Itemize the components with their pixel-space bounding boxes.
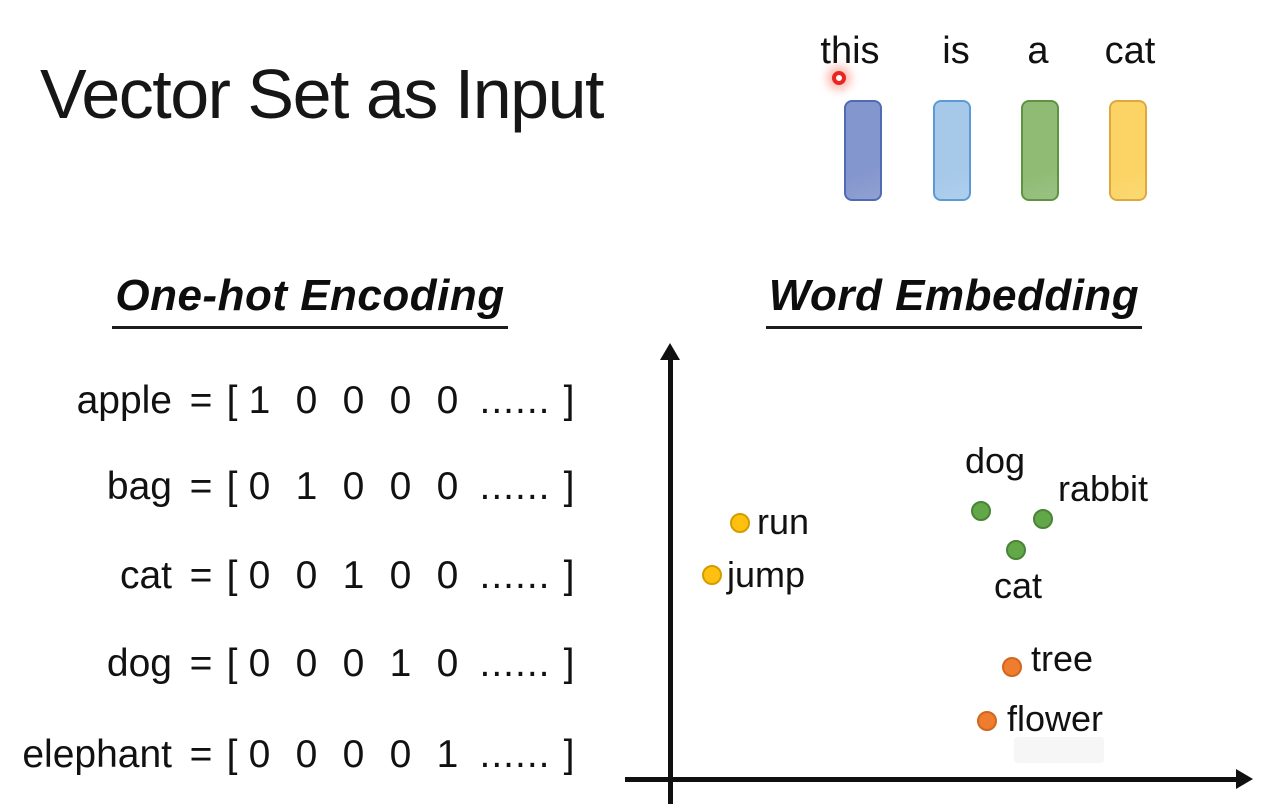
one-hot-word: dog [106, 642, 172, 685]
close-bracket: ] [563, 465, 575, 508]
open-bracket: [ [226, 554, 238, 597]
laser-pointer-dot [832, 71, 846, 85]
vector-digit: 0 [342, 465, 365, 508]
scatter-dot-dog [971, 501, 991, 521]
close-bracket: ] [563, 642, 575, 685]
close-bracket: ] [563, 733, 575, 776]
scatter-label-jump: jump [727, 554, 806, 595]
y-axis [668, 356, 673, 804]
word-vector-rect [933, 100, 971, 201]
ellipsis-dots: ...... [479, 554, 551, 597]
vector-digit: 0 [248, 733, 271, 776]
vector-digit: 0 [295, 733, 318, 776]
vector-digit: 0 [342, 733, 365, 776]
vector-digit: 0 [295, 379, 318, 422]
vector-digit: 0 [436, 642, 459, 685]
scatter-dot-flower [977, 711, 997, 731]
scatter-label-dog: dog [964, 440, 1026, 481]
vector-digit: 0 [295, 642, 318, 685]
vector-digit: 0 [342, 642, 365, 685]
ellipsis-dots: ...... [479, 465, 551, 508]
open-bracket: [ [226, 379, 238, 422]
vector-digit: 0 [436, 379, 459, 422]
vector-digit: 0 [248, 642, 271, 685]
one-hot-section: One-hot Encoding [60, 271, 560, 329]
scatter-dot-cat [1006, 540, 1026, 560]
vector-digit: 0 [436, 465, 459, 508]
slide-title: Vector Set as Input [40, 55, 604, 133]
x-axis-arrow-icon [1236, 769, 1253, 789]
vector-digit: 1 [342, 554, 365, 597]
one-hot-word: cat [119, 554, 172, 597]
word-embedding-section: Word Embedding [704, 271, 1204, 329]
word-vector-rect [844, 100, 882, 201]
vector-digit: 0 [389, 465, 412, 508]
equals-sign: = [189, 642, 213, 685]
close-bracket: ] [563, 379, 575, 422]
vector-digit: 0 [248, 465, 271, 508]
scatter-label-cat: cat [993, 565, 1043, 606]
vector-digit: 1 [295, 465, 318, 508]
ellipsis-dots: ...... [479, 379, 551, 422]
ellipsis-dots: ...... [479, 733, 551, 776]
equals-sign: = [189, 379, 213, 422]
word-embedding-heading: Word Embedding [765, 271, 1143, 329]
token-word: a [1027, 30, 1049, 72]
scatter-dot-run [730, 513, 750, 533]
x-axis [625, 777, 1238, 782]
vector-digit: 0 [342, 379, 365, 422]
equals-sign: = [189, 554, 213, 597]
vector-digit: 0 [389, 733, 412, 776]
one-hot-heading: One-hot Encoding [112, 271, 508, 329]
token-word: cat [1104, 30, 1156, 72]
vector-digit: 0 [436, 554, 459, 597]
vector-digit: 0 [248, 554, 271, 597]
word-vector-rect [1109, 100, 1147, 201]
vector-digit: 1 [436, 733, 459, 776]
token-word: is [942, 30, 970, 72]
vector-digit: 1 [248, 379, 271, 422]
close-bracket: ] [563, 554, 575, 597]
video-artifact [1014, 737, 1104, 763]
y-axis-arrow-icon [660, 343, 680, 360]
scatter-label-flower: flower [1007, 698, 1104, 739]
one-hot-word: apple [76, 379, 172, 422]
equals-sign: = [189, 465, 213, 508]
token-word: this [820, 30, 880, 72]
scatter-label-rabbit: rabbit [1058, 468, 1149, 509]
word-vector-rect [1021, 100, 1059, 201]
vector-digit: 0 [389, 379, 412, 422]
scatter-dot-tree [1002, 657, 1022, 677]
vector-digit: 0 [389, 554, 412, 597]
scatter-label-run: run [757, 501, 810, 542]
vector-digit: 0 [295, 554, 318, 597]
scatter-label-tree: tree [1031, 638, 1094, 679]
scatter-dot-rabbit [1033, 509, 1053, 529]
ellipsis-dots: ...... [479, 642, 551, 685]
open-bracket: [ [226, 642, 238, 685]
open-bracket: [ [226, 465, 238, 508]
open-bracket: [ [226, 733, 238, 776]
vector-digit: 1 [389, 642, 412, 685]
one-hot-word: bag [106, 465, 172, 508]
equals-sign: = [189, 733, 213, 776]
one-hot-word: elephant [22, 733, 172, 776]
scatter-dot-jump [702, 565, 722, 585]
